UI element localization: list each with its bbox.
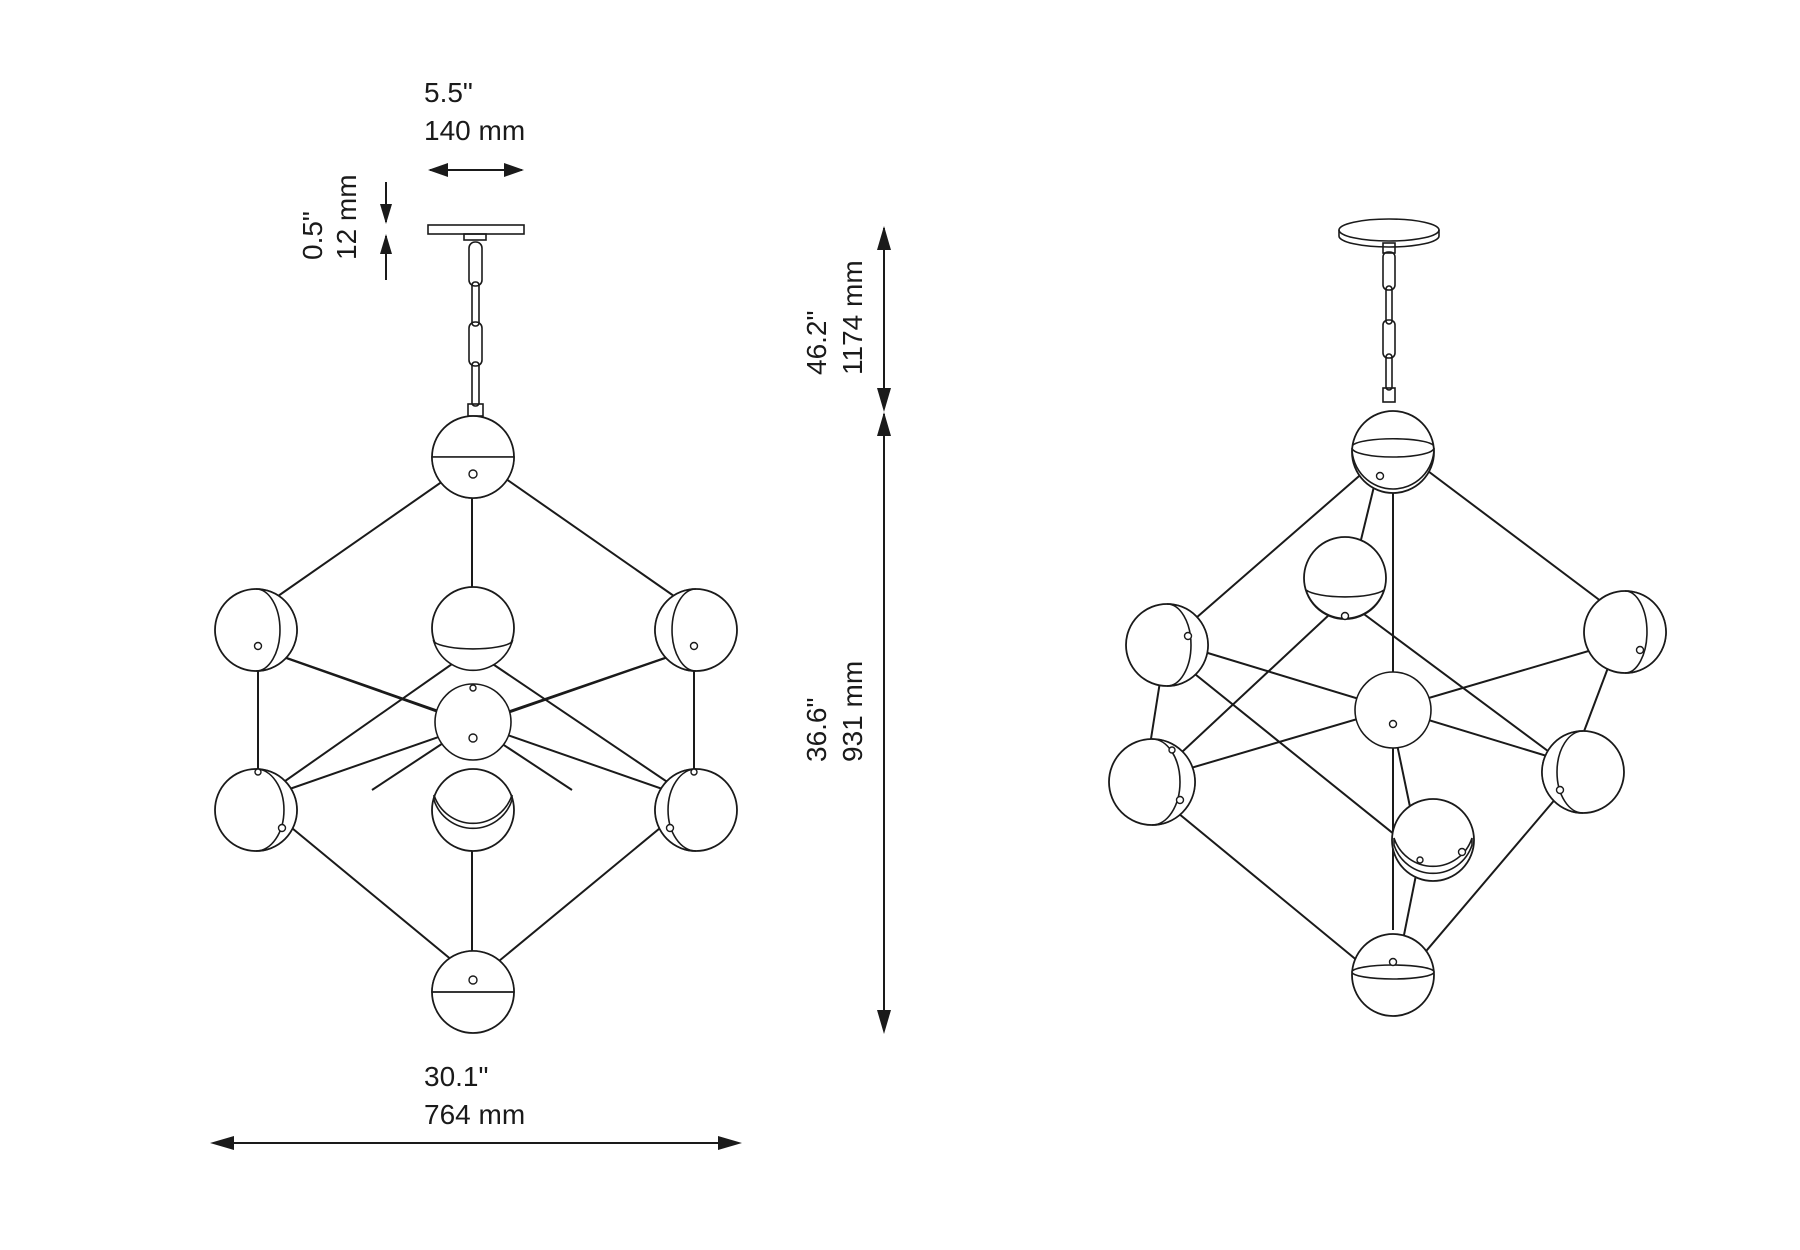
overall-height-imperial: 46.2" — [801, 311, 832, 375]
perspective-globe-bottom — [1351, 933, 1435, 1017]
front-globe-right-upper — [654, 588, 738, 672]
perspective-view — [1108, 218, 1667, 1017]
fixture-width-imperial: 30.1" — [424, 1061, 488, 1092]
fixture-height-imperial: 36.6" — [801, 698, 832, 762]
canopy-height-metric: 12 mm — [331, 174, 362, 260]
front-globe-left-upper — [214, 588, 298, 672]
front-chain — [467, 241, 484, 417]
canopy-height-imperial: 0.5" — [297, 211, 328, 260]
front-globe-top — [431, 415, 515, 499]
perspective-globe-top — [1351, 410, 1435, 494]
front-globe-bottom — [431, 950, 515, 1034]
fixture-width-metric: 764 mm — [424, 1099, 525, 1130]
dim-fixture-height: 36.6" 931 mm — [801, 412, 891, 1034]
canopy-width-metric: 140 mm — [424, 115, 525, 146]
front-globe-center-back — [431, 586, 515, 672]
fixture-height-metric: 931 mm — [837, 661, 868, 762]
perspective-globe-right-upper — [1583, 590, 1667, 674]
canopy-width-imperial: 5.5" — [424, 77, 473, 108]
front-globe-right-lower — [654, 768, 738, 852]
dim-canopy-width: 5.5" 140 mm — [424, 77, 525, 177]
dim-fixture-width: 30.1" 764 mm — [210, 1061, 742, 1150]
dim-canopy-height: 0.5" 12 mm — [297, 174, 392, 280]
perspective-chain — [1382, 251, 1396, 403]
perspective-globe-left-upper — [1125, 603, 1209, 687]
front-globe-center-lower — [431, 768, 515, 852]
perspective-hub-center — [1354, 671, 1432, 749]
perspective-globes — [1108, 410, 1667, 1017]
perspective-canopy — [1338, 218, 1440, 254]
perspective-globe-back-left — [1303, 536, 1387, 621]
dim-overall-height: 46.2" 1174 mm — [801, 226, 891, 412]
perspective-globe-left-lower — [1108, 738, 1196, 826]
front-canopy — [427, 224, 525, 241]
perspective-globe-right-lower — [1541, 730, 1625, 814]
perspective-rods — [1149, 449, 1627, 991]
overall-height-metric: 1174 mm — [837, 260, 868, 375]
front-view-elevation — [214, 224, 738, 1034]
front-hub-center — [434, 683, 512, 761]
perspective-globe-center-lower — [1391, 798, 1475, 882]
front-globe-left-lower — [214, 768, 298, 852]
front-globes — [214, 415, 738, 1034]
